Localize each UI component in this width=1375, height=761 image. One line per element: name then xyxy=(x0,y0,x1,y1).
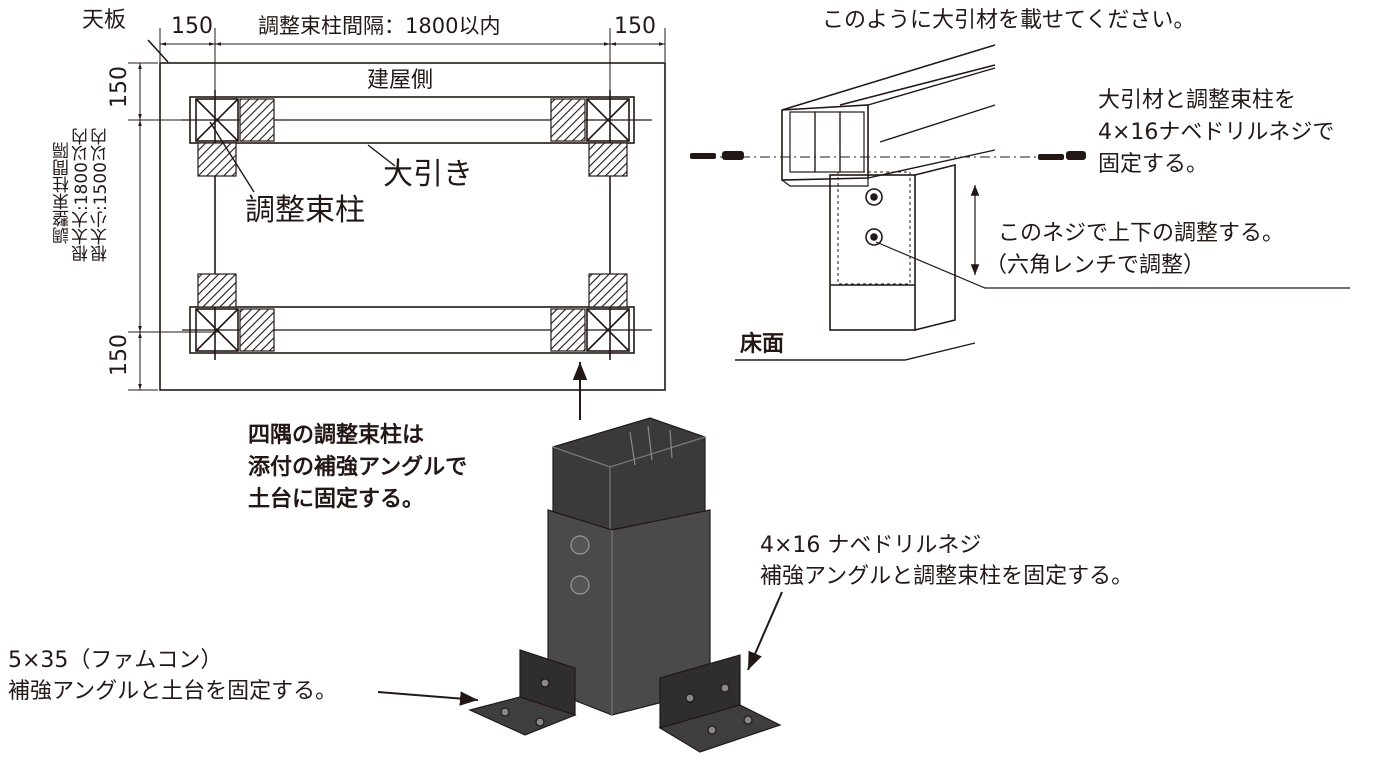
dim-left: 150 xyxy=(171,14,213,39)
side-vertical-3: 根太小:1500以内 xyxy=(91,128,111,262)
board-outline xyxy=(159,62,666,391)
side-dim-bottom: 150 xyxy=(107,334,132,376)
adjust-line2: （六角レンチで調整） xyxy=(985,253,1206,278)
fix-note-line3: 固定する。 xyxy=(1098,152,1209,177)
fix-note-line2: 4×16ナベドリルネジで xyxy=(1098,120,1335,145)
post-3d-detail xyxy=(468,417,782,753)
anchor-label-line2: 補強アングルと土台を固定する。 xyxy=(8,679,338,704)
adjust-line1: このネジで上下の調整する。 xyxy=(998,221,1285,246)
corner-line2: 添付の補強アングルで xyxy=(248,455,468,480)
side-vertical-2: 根太大:1800以内 xyxy=(72,128,92,262)
floor-label: 床面 xyxy=(740,332,785,357)
corner-line3: 土台に固定する。 xyxy=(248,487,425,512)
pointer-arrows xyxy=(377,362,783,706)
corner-post xyxy=(586,98,630,142)
dim-right: 150 xyxy=(614,14,656,39)
dim-spacing: 調整束柱間隔：1800以内 xyxy=(258,14,501,38)
side-vertical-1: 調整束柱間隔 xyxy=(53,142,73,244)
corner-post xyxy=(195,308,239,352)
side-dim-top: 150 xyxy=(107,66,132,108)
corner-post xyxy=(586,308,630,352)
corner-post xyxy=(195,98,239,142)
section-title: このように大引材を載せてください。 xyxy=(822,8,1196,33)
anchor-label-line1: 5×35（ファムコン） xyxy=(8,648,223,673)
post-label: 調整束柱 xyxy=(245,193,365,228)
screw-label-line2: 補強アングルと調整束柱を固定する。 xyxy=(760,564,1134,589)
fix-note-line1: 大引材と調整束柱を xyxy=(1098,88,1297,113)
section-view xyxy=(690,44,1350,361)
corner-line1: 四隅の調整束柱は xyxy=(248,423,425,448)
plan-view xyxy=(128,28,666,391)
screw-label-line1: 4×16 ナベドリルネジ xyxy=(760,533,982,558)
beam-label: 大引き xyxy=(383,157,473,192)
post-outer xyxy=(829,174,916,331)
angle-plates xyxy=(197,98,628,352)
board-label: 天板 xyxy=(82,8,127,33)
building-side-label: 建屋側 xyxy=(367,68,434,93)
